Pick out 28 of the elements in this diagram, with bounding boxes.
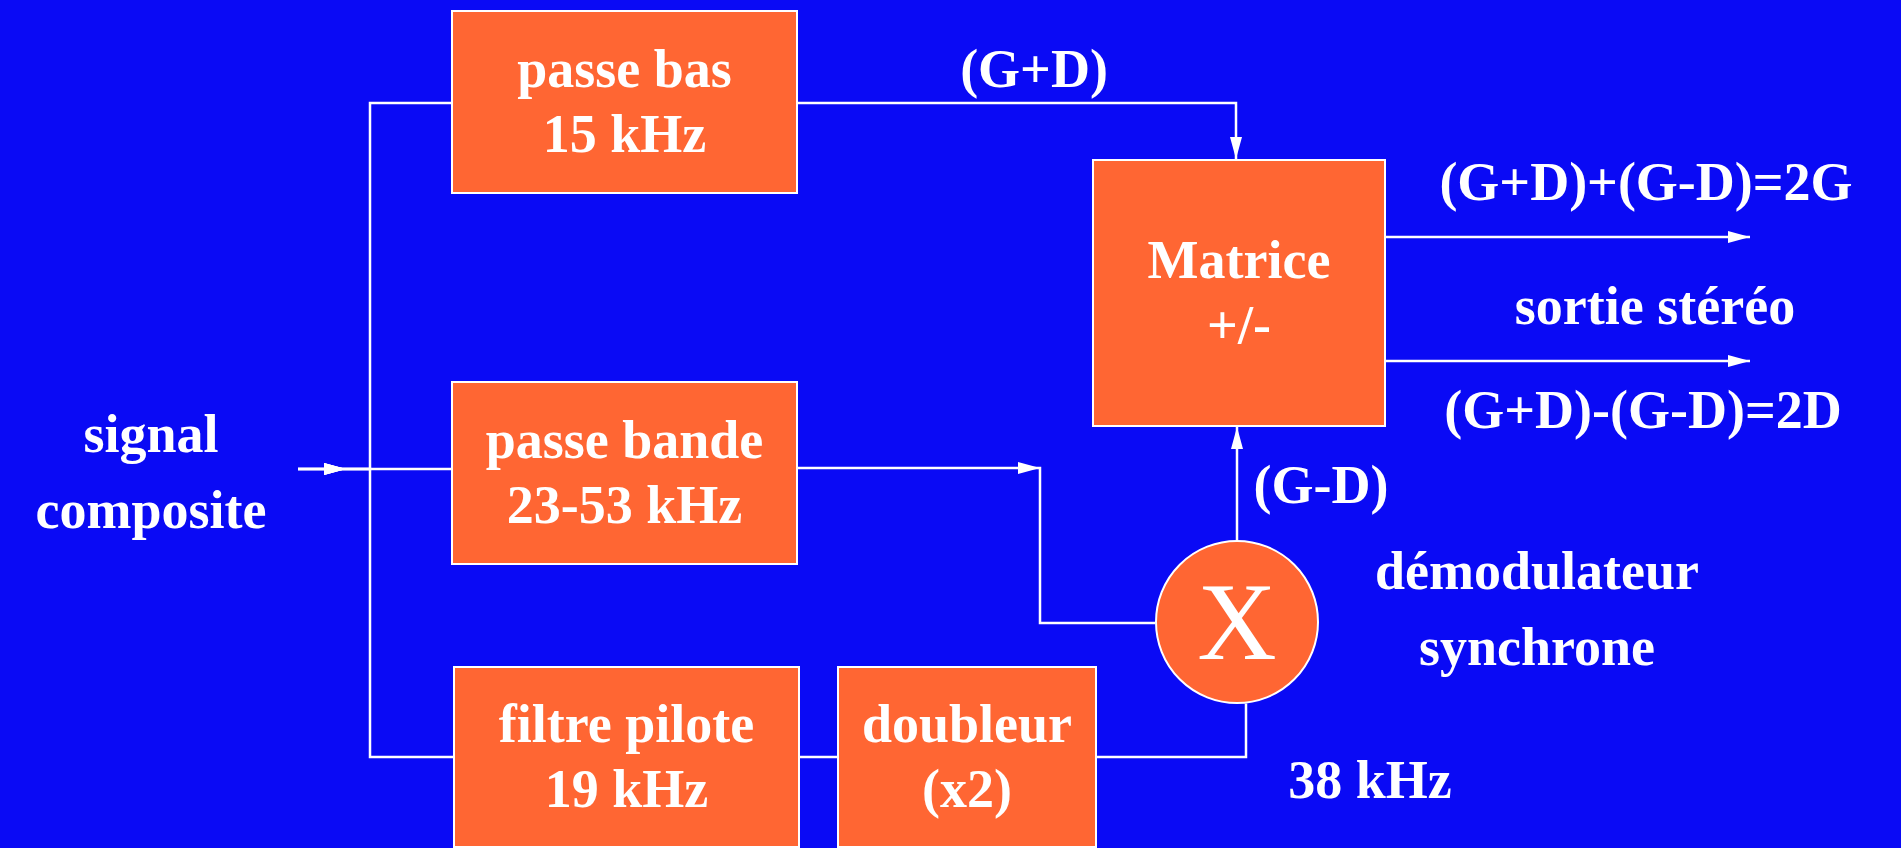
- arrow: [298, 463, 453, 759]
- box-text: 23-53 kHz: [506, 474, 743, 537]
- box-text: 19 kHz: [544, 758, 709, 821]
- arrow: [1386, 355, 1750, 367]
- box-text: 15 kHz: [542, 103, 707, 166]
- arrow: [798, 462, 1155, 625]
- connector-line: [1097, 703, 1248, 759]
- process-box: [837, 666, 1097, 848]
- box-text: doubleur: [861, 693, 1073, 757]
- box-text: filtre pilote: [498, 693, 755, 757]
- arrow: [1386, 231, 1750, 243]
- connector-line: [800, 755, 837, 759]
- arrow: [1231, 427, 1243, 540]
- box-text: (x2): [922, 758, 1012, 821]
- box-text: passe bande: [485, 409, 764, 473]
- box-text: Matrice: [1147, 229, 1331, 293]
- process-box: [451, 381, 798, 565]
- signal-label: sortie stéréo: [1514, 279, 1796, 333]
- process-box: [1092, 159, 1386, 427]
- process-box: [453, 666, 800, 848]
- arrow: [798, 101, 1242, 159]
- box-text: +/-: [1207, 294, 1271, 357]
- process-box: [451, 10, 798, 194]
- multiplier-symbol: X: [1197, 567, 1277, 677]
- box-text: passe bas: [517, 38, 732, 102]
- signal-label: 38 kHz: [1288, 753, 1452, 807]
- node-label: démodulateur synchrone: [1374, 540, 1700, 679]
- box-text: signal composite: [34, 403, 268, 542]
